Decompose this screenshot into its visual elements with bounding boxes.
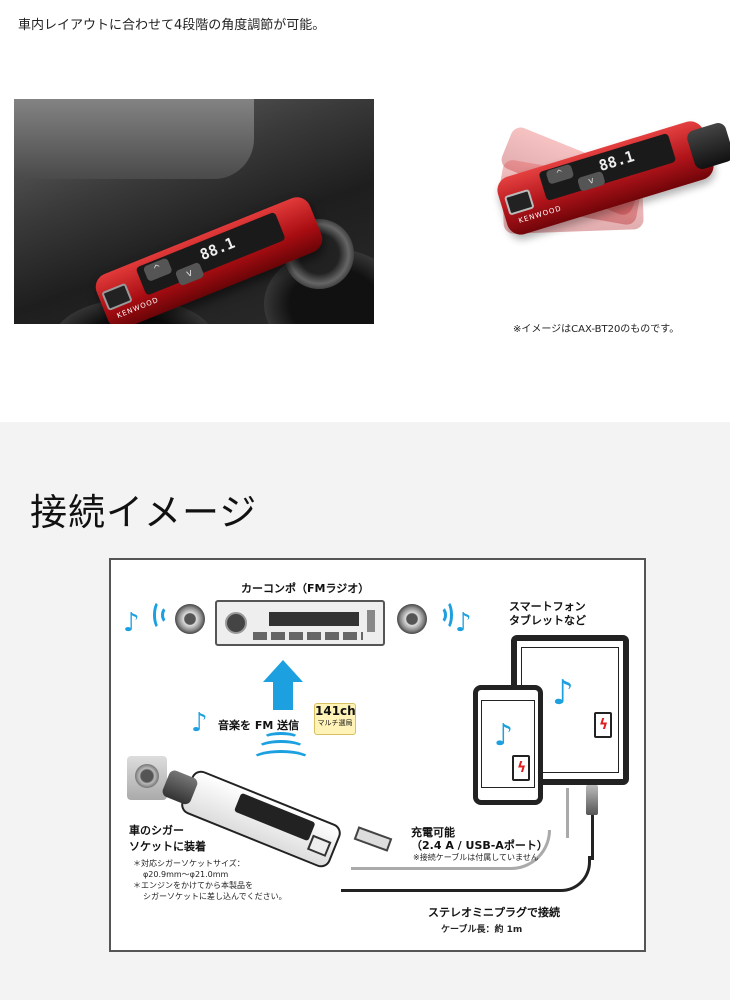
carcompo-label: カーコンポ（FMラジオ） (241, 582, 370, 595)
channel-badge: 141ch マルチ選局 (314, 703, 356, 735)
phone-screen: ♪ ϟ (481, 700, 535, 788)
install-label: 車のシガー ソケットに装着 (129, 822, 206, 854)
device-usb-icon (306, 834, 332, 857)
phone-label-1: スマートフォン (509, 600, 586, 613)
speaker-right-icon (397, 604, 427, 634)
cigar-socket-icon (127, 756, 167, 800)
grey-cable (566, 788, 569, 838)
car-stereo-icon (215, 600, 385, 646)
smartphone-icon: ♪ ϟ (473, 685, 543, 805)
stereo-slot (367, 610, 375, 632)
charge-label-1: 充電可能 (411, 826, 455, 839)
stereo-buttons (253, 632, 363, 640)
install-sub-3: ＊エンジンをかけてから本製品を (133, 881, 253, 890)
signal-wave-icon (251, 750, 311, 770)
badge-multi: マルチ選局 (317, 719, 353, 727)
charge-label: 充電可能 （2.4 A / USB-Aポート） (411, 826, 548, 852)
install-sub: ＊対応シガーソケットサイズ： φ20.9mm～φ21.0mm ＊エンジンをかけて… (133, 858, 287, 902)
charge-sub: ※接続ケーブルは付属していません (413, 853, 539, 862)
cable-length: ケーブル長：約 1m (441, 925, 523, 935)
music-note-icon: ♪ (494, 718, 514, 753)
music-note-icon: ♪ (552, 673, 574, 713)
connection-diagram: カーコンポ（FMラジオ） ♪ ♪ ♪ 音楽を FM 送信 141ch マルチ選局… (109, 558, 646, 952)
car-interior-photo: ^ v 88.1 KENWOOD (14, 99, 374, 324)
bolt-icon: ϟ (599, 717, 609, 733)
arrow-shaft (273, 680, 293, 710)
image-note: ※イメージはCAX-BT20のものです。 (513, 324, 680, 335)
install-label-line1: 車のシガー (129, 824, 184, 837)
battery-icon: ϟ (594, 712, 612, 738)
device-panel (233, 792, 316, 842)
install-sub-1: ＊対応シガーソケットサイズ： (133, 859, 245, 868)
battery-icon: ϟ (512, 755, 530, 781)
charge-label-2: （2.4 A / USB-Aポート） (411, 839, 548, 852)
transmitter-illustration (160, 767, 344, 871)
angle-adjust-photo: ^ v 88.1 KENWOOD (488, 78, 730, 310)
black-cable (591, 790, 594, 860)
stereo-display (269, 612, 359, 626)
cigarette-plug (685, 121, 730, 171)
install-label-line2: ソケットに装着 (129, 840, 206, 853)
device-label: スマートフォン タブレットなど (509, 600, 586, 628)
usb-port-2 (503, 188, 535, 216)
section-title: 接続イメージ (30, 491, 258, 534)
arrow-up-icon (263, 660, 303, 682)
socket-hole (135, 764, 159, 788)
bolt-icon: ϟ (517, 760, 527, 776)
music-note-icon: ♪ (455, 608, 472, 638)
sound-wave-icon (153, 600, 167, 630)
install-sub-2: φ20.9mm～φ21.0mm (143, 870, 229, 879)
phone-label-2: タブレットなど (509, 614, 586, 627)
signal-wave-icon (257, 740, 305, 756)
sound-wave-icon (161, 606, 175, 624)
install-sub-4: シガーソケットに差し込んでください。 (143, 892, 287, 901)
music-note-icon: ♪ (123, 608, 140, 638)
music-note-icon: ♪ (191, 708, 208, 738)
signal-wave-icon (263, 732, 299, 744)
center-console (14, 99, 254, 179)
badge-channel: 141ch (315, 704, 356, 718)
mini-plug-icon (586, 785, 598, 815)
sound-wave-icon (439, 600, 453, 630)
top-caption: 車内レイアウトに合わせて4段階の角度調節が可能。 (18, 18, 326, 33)
fm-label: 音楽を FM 送信 (218, 719, 300, 732)
stereo-plug-label: ステレオミニプラグで接続 (428, 906, 560, 919)
stereo-knob (225, 612, 247, 634)
speaker-left-icon (175, 604, 205, 634)
